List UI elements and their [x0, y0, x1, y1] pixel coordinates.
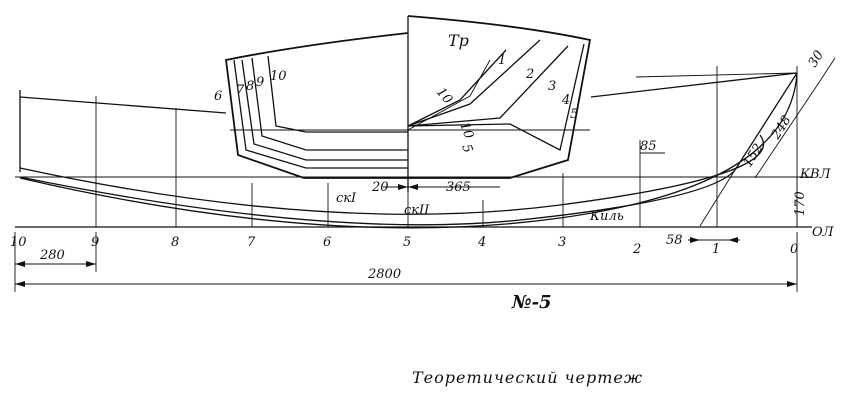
- dim-248: 248: [768, 113, 794, 143]
- dim-10b: 10: [456, 120, 476, 141]
- chine-2-label: скII: [404, 203, 430, 218]
- station-label: 6: [323, 235, 331, 250]
- dim-30: 30: [806, 48, 827, 70]
- kvl-label: КВЛ: [799, 167, 832, 182]
- chine-2-line: [19, 169, 736, 226]
- station-label: 1: [712, 242, 720, 257]
- station-label: 4: [477, 235, 486, 250]
- station-label: 10: [10, 235, 27, 250]
- svg-text:1: 1: [498, 53, 506, 68]
- section-fwd-4: [407, 43, 585, 151]
- station-labels: 10 9 8 7 6 5 4 3 2 1 0: [10, 235, 798, 257]
- body-plan: [225, 15, 592, 192]
- svg-text:10: 10: [270, 69, 287, 84]
- svg-text:5: 5: [570, 107, 578, 122]
- fwd-section-labels: 1 2 3 4 5: [498, 53, 578, 122]
- section-aft-3: [241, 59, 408, 161]
- station-label: 2: [632, 242, 641, 257]
- dim-total-length: 2800: [367, 267, 401, 282]
- profile-view: [15, 66, 812, 229]
- section-aft-2: [233, 59, 408, 169]
- dim-248-line: [754, 83, 819, 179]
- station-lines: [95, 66, 798, 227]
- figure-caption: Теоретический чертеж: [412, 368, 644, 387]
- aft-section-labels: 6 7 8 9 10: [214, 69, 287, 104]
- sheer-plan-line: [635, 72, 798, 78]
- dim-85: 85: [640, 139, 657, 154]
- section-fwd-outer: [407, 15, 592, 179]
- section-fwd-3: [407, 45, 569, 127]
- station-label: 0: [790, 242, 798, 257]
- svg-text:6: 6: [214, 89, 222, 104]
- svg-text:9: 9: [256, 75, 264, 90]
- chine-1-line: [19, 134, 765, 215]
- chine-1-label: скI: [336, 191, 357, 206]
- dim-170: 170: [793, 191, 808, 216]
- sheer-line-fwd: [590, 72, 798, 98]
- figure-ref: №-5: [511, 292, 552, 313]
- section-fwd-1: [407, 49, 507, 127]
- stem-foot-line: [699, 169, 736, 227]
- station-label: 3: [558, 235, 566, 250]
- section-fwd-transom: [407, 59, 491, 131]
- section-aft-4: [251, 57, 408, 151]
- svg-text:3: 3: [548, 79, 556, 94]
- station-label: 8: [171, 235, 179, 250]
- dim-station-spacing: 280: [39, 248, 65, 263]
- section-aft-5: [267, 55, 408, 133]
- station-label: 5: [403, 235, 411, 250]
- dim-5: 5: [458, 142, 475, 155]
- svg-text:8: 8: [246, 79, 254, 94]
- stem-line: [734, 72, 798, 171]
- dim-20: 20: [371, 180, 389, 195]
- keel-line: [19, 72, 798, 229]
- section-aft-outer: [225, 32, 409, 179]
- dim-365: 365: [446, 180, 471, 195]
- ol-label: ОЛ: [812, 225, 835, 240]
- svg-text:4: 4: [561, 93, 570, 108]
- dim-58: 58: [666, 233, 683, 248]
- transom-label: Тр: [448, 31, 469, 50]
- arrowheads: [15, 184, 797, 287]
- keel-label: Киль: [589, 209, 624, 224]
- section-fwd-2: [407, 39, 541, 127]
- svg-text:2: 2: [525, 67, 534, 82]
- sheer-line-aft: [19, 96, 227, 114]
- station-label: 9: [91, 235, 99, 250]
- dim-30-line: [817, 57, 836, 85]
- dimension-lines: [14, 57, 836, 292]
- svg-text:7: 7: [236, 83, 245, 98]
- station-label: 7: [247, 235, 256, 250]
